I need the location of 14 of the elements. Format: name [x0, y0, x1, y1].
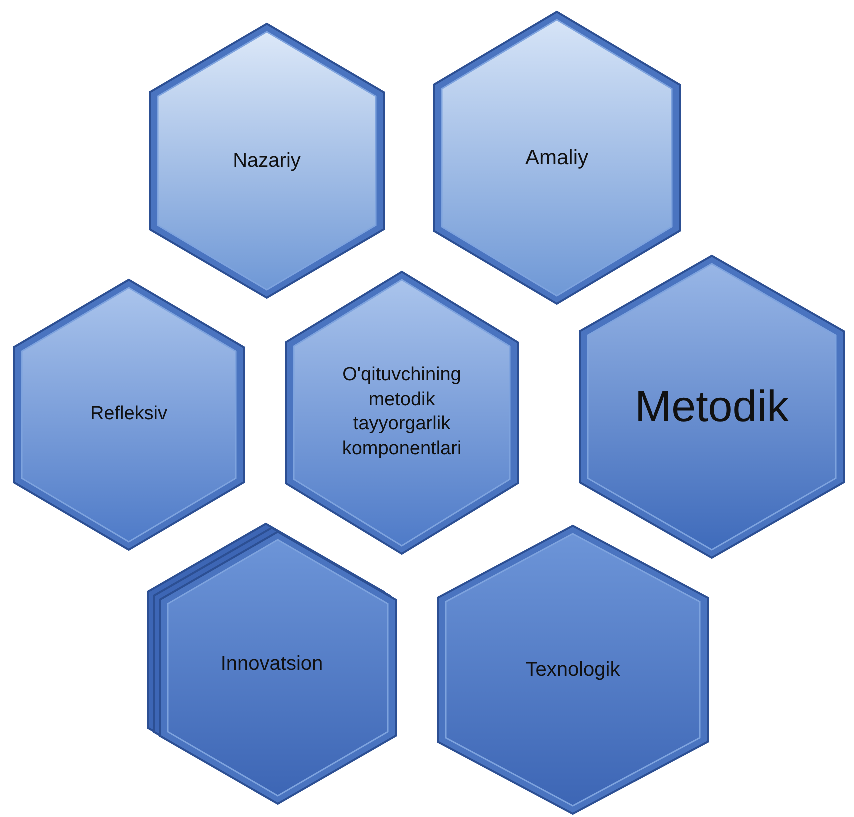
hexagon-label: Texnologik	[524, 658, 622, 683]
hexagon-shape	[148, 22, 386, 300]
hexagon-shape	[436, 524, 710, 816]
hexagon-shape	[578, 254, 846, 560]
hexagon-label: O'qituvchining metodik tayyorgarlik komponentlari	[341, 364, 463, 462]
hexagon-label: Nazariy	[232, 149, 302, 174]
hexagon-shape	[432, 10, 682, 306]
hexagon-shape	[12, 278, 246, 552]
hexagon-label: Refleksiv	[89, 402, 169, 427]
hexagon-shape	[146, 522, 398, 806]
hexagon-label: Metodik	[634, 381, 790, 434]
hexagon-shape	[284, 270, 520, 556]
hexagon-label: Innovatsion	[220, 652, 324, 677]
hexagon-label: Amaliy	[524, 145, 590, 172]
